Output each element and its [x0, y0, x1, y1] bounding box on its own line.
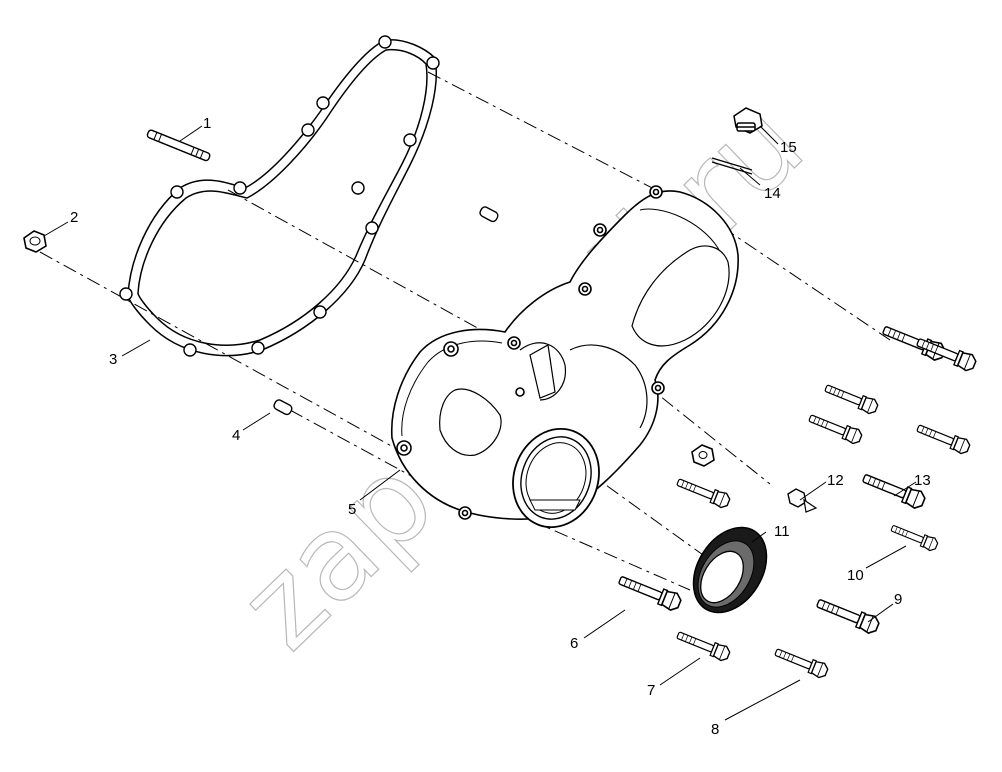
bolt-6 [615, 570, 684, 614]
bolt-7 [674, 627, 732, 664]
bolt-mid-3 [914, 420, 972, 457]
small-nut [691, 444, 715, 467]
callout-15: 15 [780, 139, 797, 156]
callout-7: 7 [647, 682, 655, 699]
callout-8: 8 [711, 721, 719, 738]
callout-9: 9 [894, 591, 902, 608]
stud-bolt [146, 129, 211, 162]
callout-1: 1 [203, 115, 211, 132]
small-screw [787, 488, 818, 513]
callout-5: 5 [348, 501, 356, 518]
hex-nut [23, 230, 47, 253]
callout-14: 14 [764, 185, 781, 202]
callout-labels: 1 2 3 4 5 6 7 8 9 10 11 12 13 14 15 [70, 115, 931, 738]
callout-4: 4 [232, 427, 240, 444]
callout-6: 6 [570, 635, 578, 652]
callout-3: 3 [109, 351, 117, 368]
bolt-mid-2 [822, 380, 880, 417]
callout-10: 10 [847, 567, 864, 584]
dowel-pin-upper [479, 206, 499, 223]
gasket-bolt-holes [119, 35, 440, 357]
callout-13: 13 [914, 472, 931, 489]
bolt-9 [813, 593, 882, 637]
crankcase-cover [390, 185, 739, 529]
callout-11: 11 [774, 523, 790, 540]
oil-seal [692, 526, 768, 614]
callout-2: 2 [70, 209, 78, 226]
bolt-8 [772, 644, 830, 681]
bolt-top-1 [879, 320, 948, 364]
callout-12: 12 [827, 472, 844, 489]
dowel-pin-left [273, 399, 293, 416]
bolt-10 [888, 521, 940, 553]
filler-plug [733, 107, 763, 134]
bolt-lower-left [674, 474, 732, 511]
leader-lines [43, 125, 917, 721]
bolt-mid-1 [806, 410, 864, 447]
